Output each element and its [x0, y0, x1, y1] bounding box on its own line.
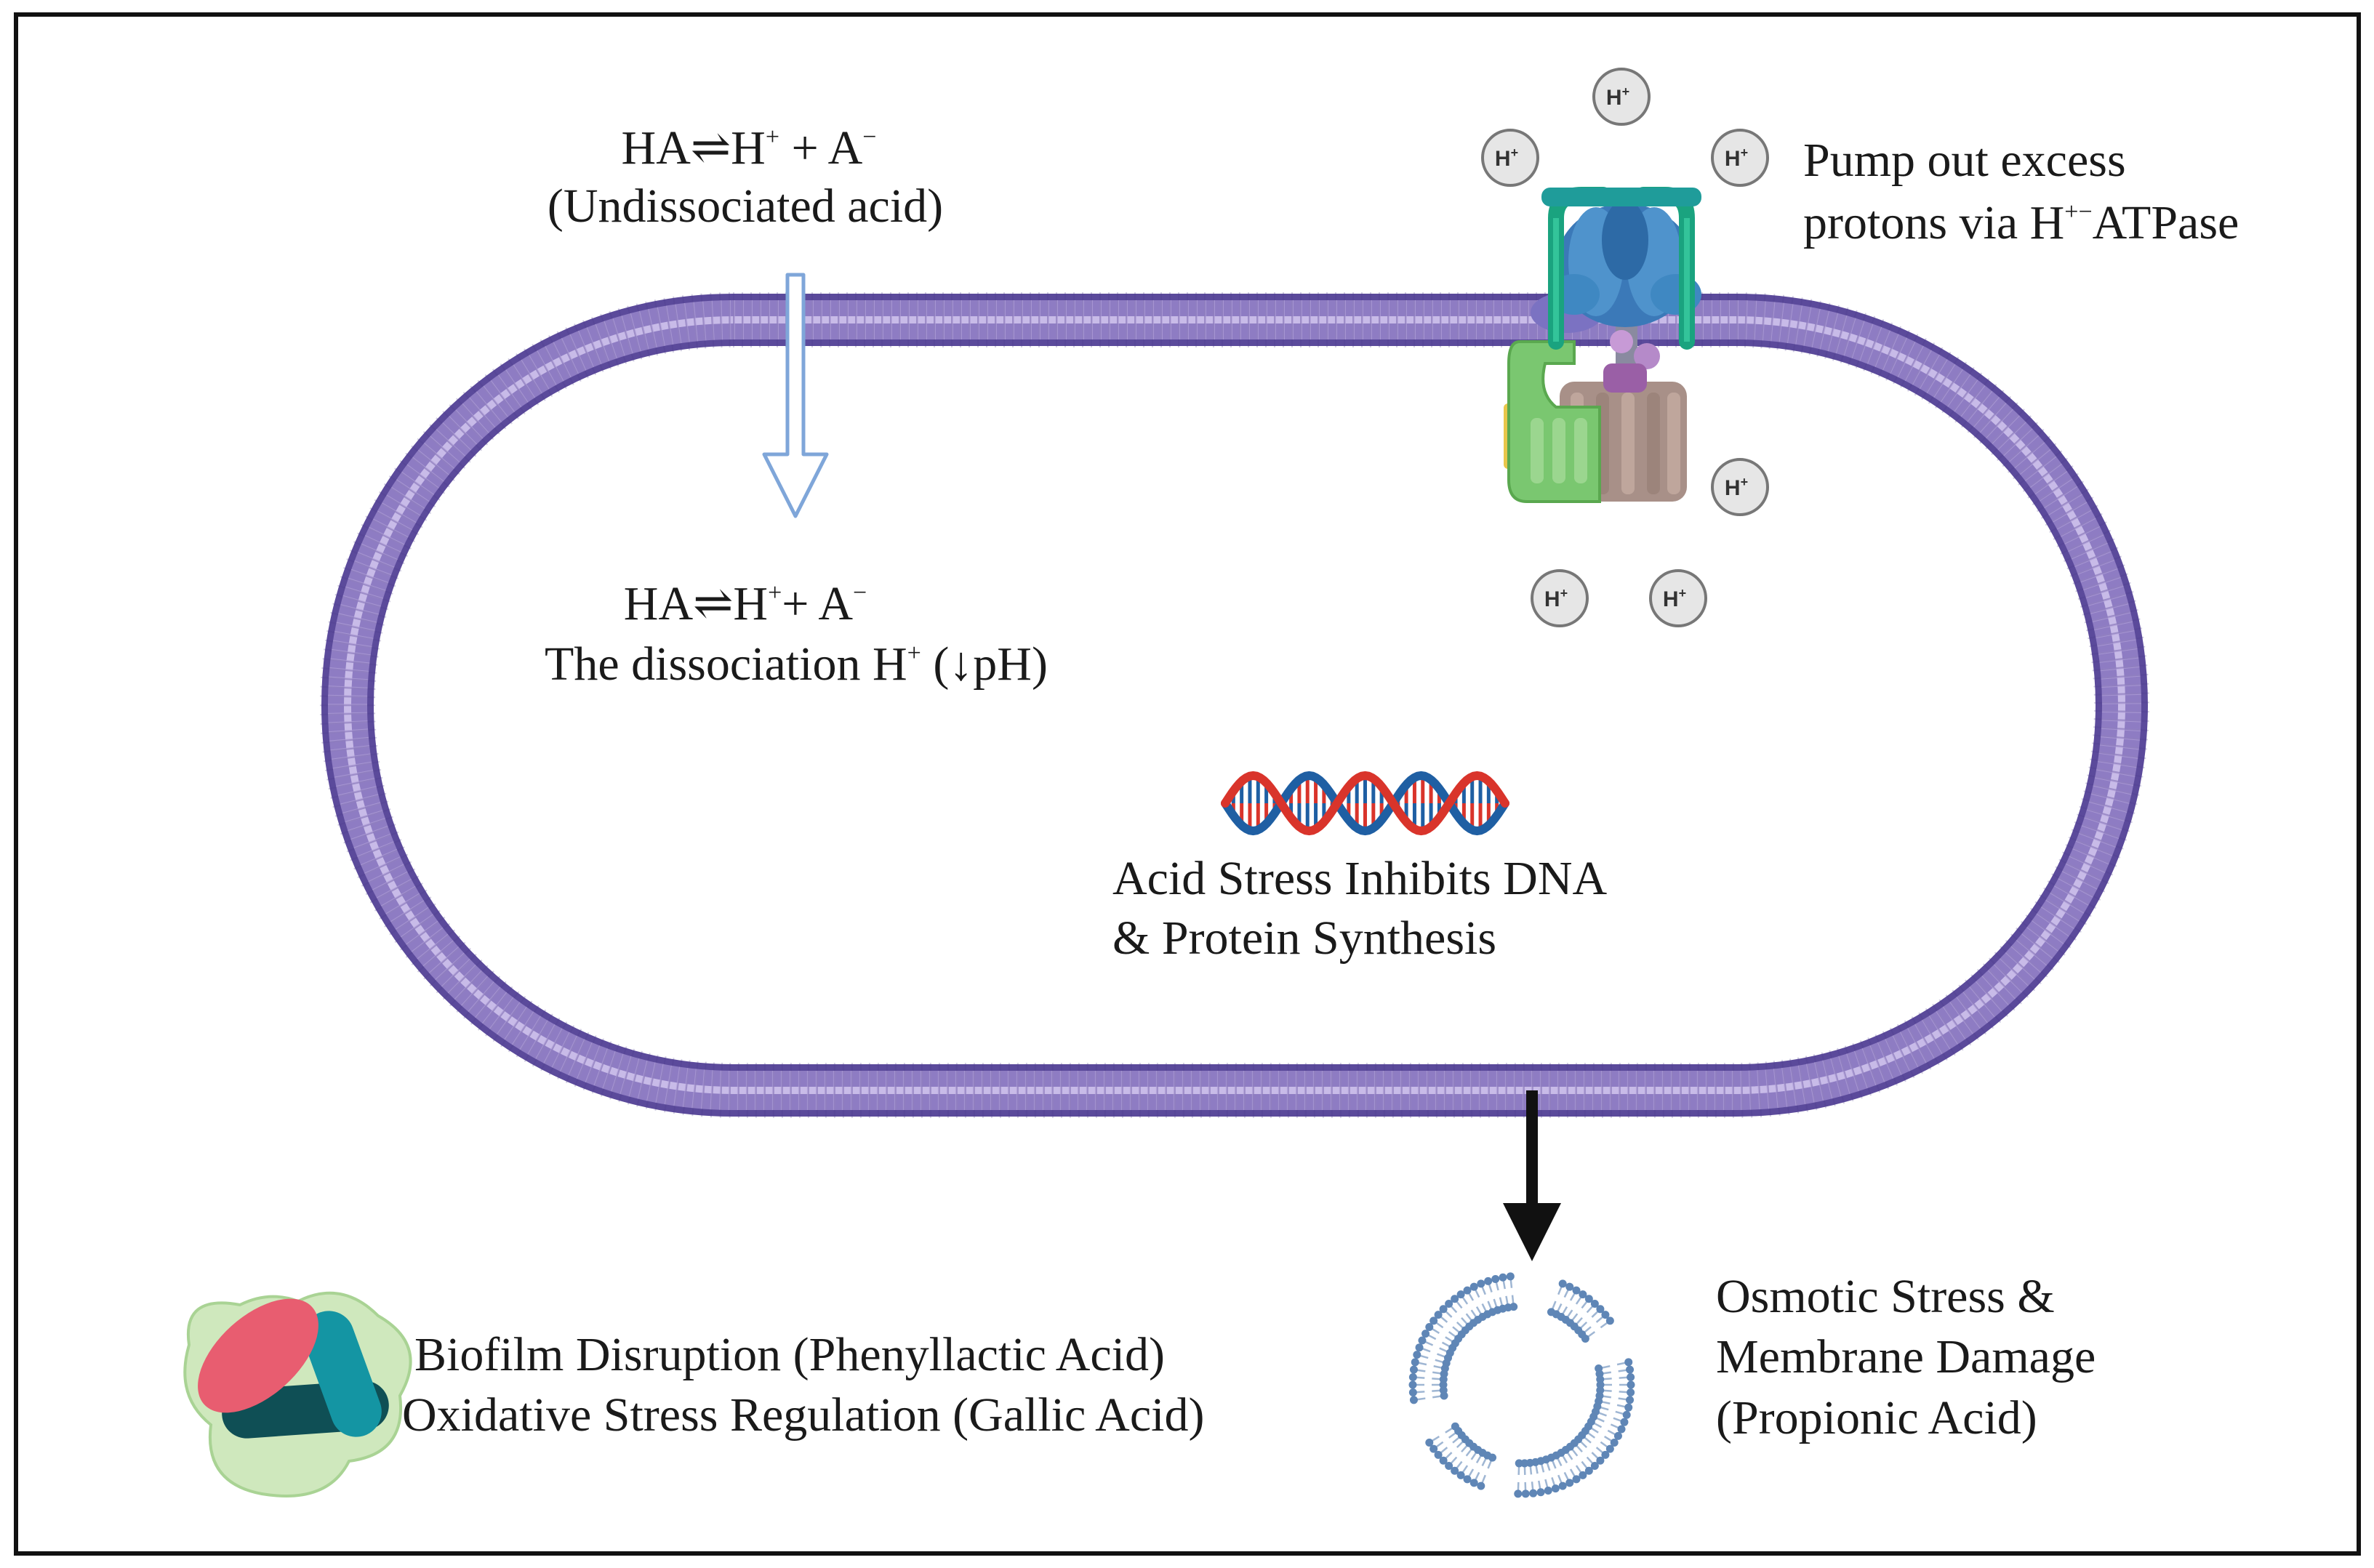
- biofilm-label-line2: Oxidative Stress Regulation (Gallic Acid…: [402, 1388, 1204, 1442]
- osmotic-stress-label: Osmotic Stress & Membrane Damage (Propio…: [1716, 1270, 2096, 1444]
- inside-caption: The dissociation H+ (↓pH): [545, 638, 1048, 691]
- osmotic-label-line1: Osmotic Stress &: [1716, 1270, 2055, 1323]
- svg-text:H+: H+: [1495, 145, 1518, 171]
- inside-equation: HA⇌H++ A−: [624, 577, 867, 630]
- dna-helix-icon: [1221, 771, 1509, 836]
- atpase-pump-icon: [1504, 187, 1701, 503]
- pump-label-line1: Pump out excess: [1803, 134, 2126, 187]
- proton-icon: H+: [1481, 129, 1539, 187]
- outside-equation: HA⇌H+ + A−: [622, 121, 877, 174]
- proton-icon: H+: [1649, 569, 1707, 627]
- svg-text:H+: H+: [1725, 475, 1748, 500]
- osmotic-label-line2: Membrane Damage: [1716, 1330, 2096, 1383]
- biofilm-label-line1: Biofilm Disruption (Phenyllactic Acid): [414, 1328, 1165, 1381]
- biofilm-bacteria-icon: [183, 1291, 412, 1497]
- dna-label-line2: & Protein Synthesis: [1112, 912, 1496, 965]
- svg-text:H+: H+: [1544, 586, 1568, 611]
- dissociation-label: HA⇌H++ A− The dissociation H+ (↓pH): [545, 577, 1048, 691]
- svg-text:H+: H+: [1606, 84, 1629, 110]
- diffusion-arrow: [762, 273, 829, 518]
- biofilm-label: Biofilm Disruption (Phenyllactic Acid) O…: [402, 1328, 1204, 1442]
- osmotic-label-line3: (Propionic Acid): [1716, 1391, 2037, 1444]
- svg-text:H+: H+: [1725, 145, 1748, 171]
- damaged-membrane-icon: [1408, 1272, 1635, 1498]
- pump-label: Pump out excess protons via H+−ATPase: [1803, 134, 2239, 249]
- svg-text:H+: H+: [1663, 586, 1686, 611]
- figure-frame: [14, 12, 2361, 1556]
- dna-label-line1: Acid Stress Inhibits DNA: [1112, 852, 1607, 905]
- pump-label-line2: protons via H+−ATPase: [1803, 196, 2239, 249]
- proton-icon: H+: [1711, 129, 1769, 187]
- proton-icon: H+: [1711, 458, 1769, 516]
- proton-icon: H+: [1531, 569, 1589, 627]
- membrane-damage-arrow: [1503, 1090, 1561, 1261]
- undissociated-acid-label: HA⇌H+ + A− (Undissociated acid): [548, 121, 943, 233]
- outside-caption: (Undissociated acid): [548, 180, 943, 233]
- dna-label: Acid Stress Inhibits DNA & Protein Synth…: [1112, 852, 1607, 965]
- cell-membrane: [320, 292, 2149, 1118]
- proton-icon: H+: [1592, 68, 1651, 126]
- proton-group: H+ H+ H+ H+ H+ H+: [1481, 68, 1769, 627]
